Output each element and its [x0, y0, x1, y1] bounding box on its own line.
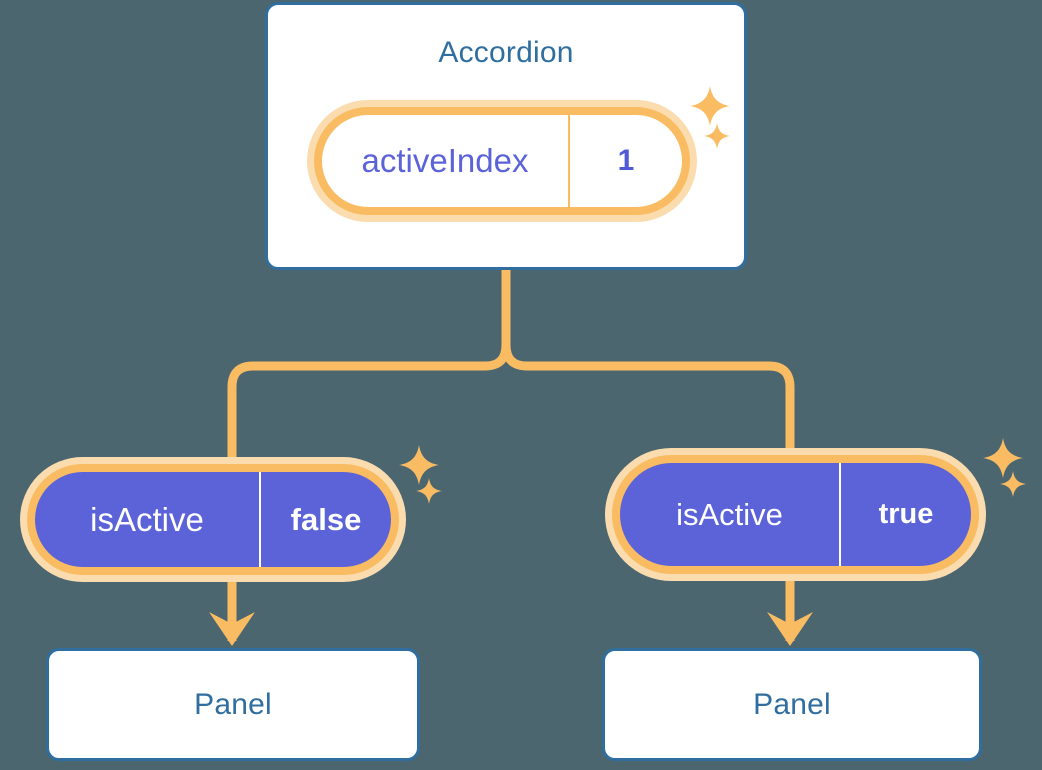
sparkle-icon-large: [983, 438, 1023, 478]
sparkle-icon-small: [416, 478, 442, 504]
state-key-active-index: activeIndex: [322, 115, 570, 207]
component-title-panel-left: Panel: [194, 687, 272, 721]
state-value-is-active-true: true: [878, 498, 934, 530]
state-pill-inner: activeIndex 1: [314, 107, 690, 215]
state-pill-active-index[interactable]: activeIndex 1: [307, 100, 697, 222]
state-pill-is-active-false[interactable]: isActive false: [20, 457, 406, 582]
state-key-is-active-true: isActive: [620, 463, 841, 566]
component-box-panel-left[interactable]: Panel: [46, 648, 420, 761]
state-pill-inner: isActive true: [612, 455, 979, 574]
state-key-is-active-false: isActive: [35, 472, 261, 567]
state-value-active-index: 1: [617, 144, 635, 177]
component-title-panel-right: Panel: [753, 687, 831, 721]
arrow-left-panel: [209, 578, 255, 646]
sparkle-icon-small: [1000, 471, 1026, 497]
component-title-accordion: Accordion: [438, 36, 574, 69]
state-value-is-active-false: false: [290, 501, 362, 537]
arrow-right-panel: [767, 578, 813, 646]
component-box-panel-right[interactable]: Panel: [602, 648, 982, 761]
state-pill-inner: isActive false: [27, 464, 399, 575]
state-pill-is-active-true[interactable]: isActive true: [605, 448, 986, 581]
tree-connector: [227, 270, 795, 462]
sparkle-icon-large: [399, 445, 439, 485]
